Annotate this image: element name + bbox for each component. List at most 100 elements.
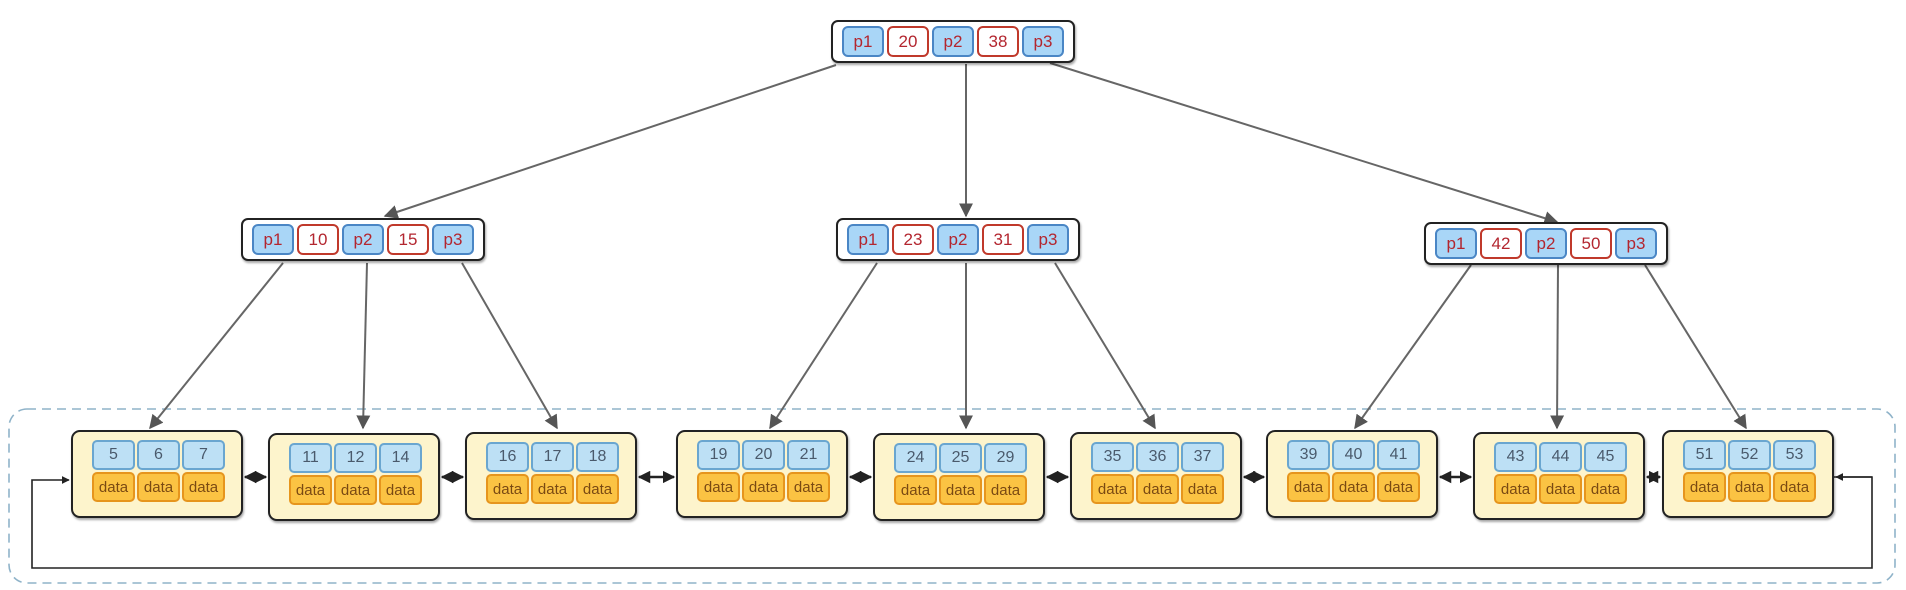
leaf-data: data (1377, 472, 1420, 502)
leaf-key: 16 (486, 442, 529, 472)
node-pointer-p2: p2 (342, 224, 384, 255)
node-pointer-p1: p1 (847, 224, 889, 255)
node-pointer-p1: p1 (252, 224, 294, 255)
leaf-key: 6 (137, 440, 180, 470)
leaf-node-9: 51 52 53 data data data (1662, 430, 1834, 518)
leaf-key: 40 (1332, 440, 1375, 470)
leaf-key: 7 (182, 440, 225, 470)
leaf-key: 52 (1728, 440, 1771, 470)
leaf-data: data (92, 472, 135, 502)
leaf-key: 18 (576, 442, 619, 472)
leaf-key: 21 (787, 440, 830, 470)
leaf-data: data (137, 472, 180, 502)
leaf-key: 19 (697, 440, 740, 470)
leaf-data: data (1494, 474, 1537, 504)
node-key: 50 (1570, 228, 1612, 259)
leaf-data: data (1136, 474, 1179, 504)
node-key: 31 (982, 224, 1024, 255)
leaf-key: 20 (742, 440, 785, 470)
leaf-data: data (1287, 472, 1330, 502)
leaf-data: data (1181, 474, 1224, 504)
node-key: 42 (1480, 228, 1522, 259)
root-key: 20 (887, 26, 929, 57)
leaf-key: 29 (984, 443, 1027, 473)
node-pointer-p2: p2 (1525, 228, 1567, 259)
pointer-arrow (1354, 264, 1472, 430)
leaf-data: data (742, 472, 785, 502)
root-key: 38 (977, 26, 1019, 57)
node-pointer-p3: p3 (1615, 228, 1657, 259)
internal-node-2: p1 23 p2 31 p3 (836, 218, 1080, 261)
leaf-key: 37 (1181, 442, 1224, 472)
leaf-data: data (1332, 472, 1375, 502)
leaf-key: 36 (1136, 442, 1179, 472)
leaf-key: 5 (92, 440, 135, 470)
leaf-data: data (894, 475, 937, 505)
pointer-arrow (461, 262, 558, 430)
pointer-arrow (383, 64, 837, 219)
leaf-node-7: 39 40 41 data data data (1266, 430, 1438, 518)
leaf-data: data (1773, 472, 1816, 502)
leaf-key: 41 (1377, 440, 1420, 470)
pointer-arrow (1049, 62, 1559, 225)
leaf-key: 51 (1683, 440, 1726, 470)
leaf-key: 44 (1539, 442, 1582, 472)
internal-node-1: p1 10 p2 15 p3 (241, 218, 485, 261)
leaf-key: 11 (289, 443, 332, 473)
node-key: 10 (297, 224, 339, 255)
leaf-data: data (984, 475, 1027, 505)
pointer-arrow (1550, 264, 1565, 430)
pointer-arrow (1054, 262, 1156, 430)
node-pointer-p2: p2 (937, 224, 979, 255)
pointer-arrow (1644, 264, 1747, 430)
leaf-data: data (1539, 474, 1582, 504)
root-node: p1 20 p2 38 p3 (831, 20, 1075, 63)
leaf-key: 12 (334, 443, 377, 473)
root-pointer-p3: p3 (1022, 26, 1064, 57)
leaf-key: 17 (531, 442, 574, 472)
leaf-data: data (531, 474, 574, 504)
node-key: 23 (892, 224, 934, 255)
leaf-key: 25 (939, 443, 982, 473)
leaf-data: data (787, 472, 830, 502)
node-pointer-p3: p3 (1027, 224, 1069, 255)
leaf-node-4: 19 20 21 data data data (676, 430, 848, 518)
leaf-key: 14 (379, 443, 422, 473)
pointer-arrow (769, 262, 878, 430)
leaf-node-8: 43 44 45 data data data (1473, 432, 1645, 520)
leaf-data: data (1091, 474, 1134, 504)
leaf-level-group-outline (8, 408, 1896, 584)
leaf-key: 39 (1287, 440, 1330, 470)
leaf-node-3: 16 17 18 data data data (465, 432, 637, 520)
leaf-data: data (486, 474, 529, 504)
root-pointer-p1: p1 (842, 26, 884, 57)
pointer-arrow (356, 262, 371, 430)
leaf-data: data (1683, 472, 1726, 502)
leaf-data: data (1728, 472, 1771, 502)
leaf-node-5: 24 25 29 data data data (873, 433, 1045, 521)
leaf-key: 53 (1773, 440, 1816, 470)
leaf-key: 35 (1091, 442, 1134, 472)
leaf-key: 24 (894, 443, 937, 473)
leaf-data: data (576, 474, 619, 504)
root-pointer-p2: p2 (932, 26, 974, 57)
leaf-data: data (379, 475, 422, 505)
leaf-key: 45 (1584, 442, 1627, 472)
pointer-arrow (149, 262, 284, 430)
internal-node-3: p1 42 p2 50 p3 (1424, 222, 1668, 265)
leaf-data: data (697, 472, 740, 502)
leaf-data: data (334, 475, 377, 505)
leaf-data: data (182, 472, 225, 502)
leaf-node-2: 11 12 14 data data data (268, 433, 440, 521)
leaf-data: data (1584, 474, 1627, 504)
node-key: 15 (387, 224, 429, 255)
node-pointer-p3: p3 (432, 224, 474, 255)
leaf-node-1: 5 6 7 data data data (71, 430, 243, 518)
leaf-data: data (939, 475, 982, 505)
leaf-key: 43 (1494, 442, 1537, 472)
leaf-data: data (289, 475, 332, 505)
leaf-node-6: 35 36 37 data data data (1070, 432, 1242, 520)
node-pointer-p1: p1 (1435, 228, 1477, 259)
